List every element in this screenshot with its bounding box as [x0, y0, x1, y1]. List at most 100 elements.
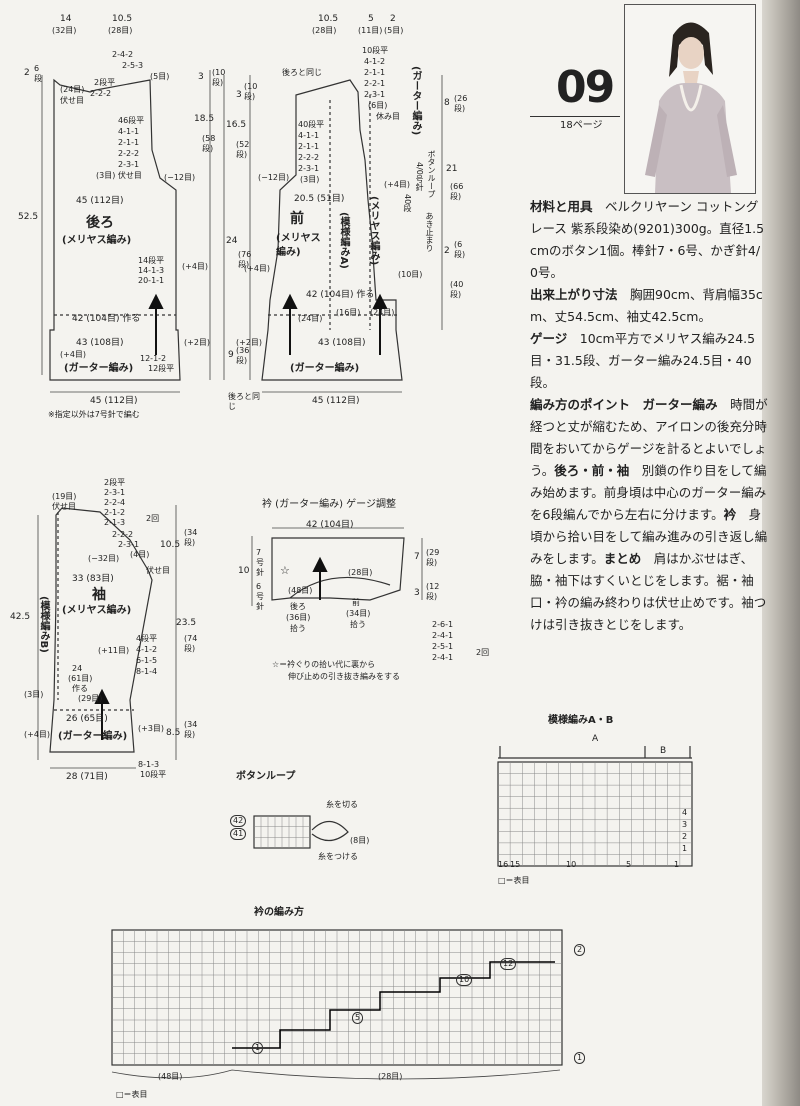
back-top-mid: 10.5 — [112, 14, 133, 24]
collar-right-2: (29段) — [426, 548, 440, 567]
collar-sr-4: 2-4-1 — [432, 653, 454, 662]
collar-chart-right: (28目) — [378, 1072, 403, 1081]
points-title: 編み方のポイント — [530, 397, 631, 412]
collar-chart-title: 衿の編み方 — [254, 907, 304, 918]
chart-ab-col-15: 15 — [510, 860, 521, 869]
chart-ab-col-10: 10 — [566, 860, 577, 869]
finish-title: まとめ — [603, 551, 642, 566]
back-inc2: (+2目) — [184, 338, 211, 347]
chart-ab-row-3: 3 — [682, 820, 688, 829]
sleeve-cast-3: 作る — [72, 684, 88, 693]
back-band-w: 43 (108目) — [76, 338, 124, 348]
collar-sr-1: 2-6-1 — [432, 620, 454, 629]
collar-title: 衿 — [723, 507, 737, 522]
front-loop-rows: 40段 — [403, 194, 412, 213]
back-arm-dec-2: 4-1-1 — [118, 127, 140, 136]
front-width: 20.5 (51目) — [294, 194, 345, 204]
collar-chart-m6: 1 — [574, 1052, 586, 1064]
front-rdim-7: (40段) — [450, 280, 464, 299]
front-top-2-st: (5目) — [384, 26, 404, 35]
sleeve-side-inc-4: 8-1-4 — [136, 667, 158, 676]
back-neck-dec-1: 2-4-2 — [112, 50, 134, 59]
collar-note-2: 伸び止めの引き抜き編みをする — [288, 672, 400, 681]
front-garter-side: (ガーター編み) — [410, 66, 421, 136]
finish-text: 肩はかぶせはぎ、脇・袖下はすくいとじをします。裾・袖口・衿の編み終わりは伏せ止め… — [530, 551, 767, 632]
collar-sr-3: 2-5-1 — [432, 642, 454, 651]
sleeve-bind2: 伏せ目 — [52, 502, 76, 511]
back-dim-1: 3 — [198, 72, 204, 82]
sleeve-cap-4: 2-1-2 — [104, 508, 126, 517]
button-loop-r42: 42 — [230, 815, 247, 827]
sleeve-side-inc-3: 6-1-5 — [136, 656, 158, 665]
front-neck-dec-4: 2-2-1 — [364, 79, 386, 88]
garter-text: 時間が経つと丈が縮むため、アイロンの後充分時間をおいてからゲージを計るとよいでし… — [530, 397, 768, 478]
front-neck-dec-1: 10段平 — [362, 46, 389, 55]
sleeve-width33: 33 (83目) — [72, 574, 114, 584]
sleeve-cast-1: 24 — [72, 664, 83, 673]
body-text: 別鎖の作り目をして編み始めます。前身頃は中心のガーター編みを6段編んでから左右に… — [530, 463, 767, 522]
collar-left-1: 7号針 — [256, 548, 264, 577]
back-arm-dec-3: 2-1-1 — [118, 138, 140, 147]
back-left-h-r: 6段 — [34, 64, 42, 83]
front-rdim-5: 2 — [444, 246, 450, 256]
front-same-back: 後ろと同じ — [282, 68, 322, 77]
sleeve-rdim-6: (34段) — [184, 720, 198, 739]
front-ldim-2: (10段) — [244, 82, 258, 101]
collar-back-3: 拾う — [290, 624, 306, 633]
collar-left-3: 6号針 — [256, 582, 264, 611]
front-stitch: (メリヤス編み) — [276, 233, 321, 258]
front-same-back2: 後ろと同じ — [228, 392, 260, 411]
front-ldim-1: 3 — [236, 90, 242, 100]
front-arm-dec-6: (3目) — [300, 175, 320, 184]
sleeve-bot-inc-1: 8-1-3 — [138, 760, 160, 769]
collar-pick48: (48目) — [288, 586, 313, 595]
front-sub-2: (16目) — [336, 308, 361, 317]
size-text: 胸囲90cm、背肩幅35cm、丈54.5cm、袖丈42.5cm。 — [530, 287, 763, 324]
collar-sr-2: 2-4-1 — [432, 631, 454, 640]
back-side-inc-3: 20-1-1 — [138, 276, 165, 285]
back-side-inc-1: 14段平 — [138, 256, 165, 265]
front-top-5-st: (11目) — [358, 26, 383, 35]
back-stitch: (メリヤス編み) — [62, 235, 132, 246]
button-loop-r41: 41 — [230, 828, 247, 840]
back-bottom: 45 (112目) — [90, 396, 138, 406]
sleeve-side-inc-2: 4-1-2 — [136, 645, 158, 654]
back-band-inc-2: 12段平 — [148, 364, 175, 373]
front-top-2: 2 — [390, 14, 396, 24]
sleeve-st3: (3目) — [24, 690, 44, 699]
page-edge — [762, 0, 800, 1106]
front-rdim-6: (6段) — [454, 240, 466, 259]
button-loop-cut: 糸を切る — [326, 800, 358, 809]
chart-ab-row-2: 2 — [682, 832, 688, 841]
front-sub-1: (24目) — [298, 314, 323, 323]
front-neck-dec-5: 2-3-1 — [364, 90, 386, 99]
front-sub-3: (24目) — [370, 308, 395, 317]
collar-sr-twice: 2回 — [476, 648, 490, 657]
front-top-mid: 10.5 — [318, 14, 339, 24]
sleeve-cap-1: 2段平 — [104, 478, 126, 487]
front-ldim-3: 16.5 — [226, 120, 247, 130]
back-dim-4: (58段) — [202, 134, 216, 153]
chart-ab-title: 模様編みA・B — [548, 715, 614, 726]
sleeve-cap-3: 2-2-4 — [104, 498, 126, 507]
front-neck-dec-2: 4-1-2 — [364, 57, 386, 66]
front-rdim-2: (26段) — [454, 94, 468, 113]
back-inc4b: (+4目) — [60, 350, 87, 359]
front-arm-dec-2: 4-1-1 — [298, 131, 320, 140]
front-ldim-7: 9 — [228, 350, 234, 360]
collar-chart-legend: □＝表目 — [116, 1090, 148, 1099]
front-rdim-3: 21 — [446, 164, 458, 174]
front-band-w: 43 (108目) — [318, 338, 366, 348]
collar-text: 身頃から拾い目をして編み進みの引き返し編みをします。 — [530, 507, 768, 566]
back-total-h: 52.5 — [18, 212, 39, 222]
collar-note-1: ☆＝衿ぐりの拾い代に裏から — [272, 660, 376, 669]
sleeve-inc3: (+3目) — [138, 724, 165, 733]
sleeve-st29: (29目) — [78, 694, 103, 703]
chart-ab-legend: □＝表目 — [498, 876, 530, 885]
front-band: (ガーター編み) — [290, 363, 360, 374]
button-loop-attach: 糸をつける — [318, 852, 358, 861]
sleeve-stitch: (メリヤス編み) — [62, 605, 132, 616]
back-bind: (24目) — [60, 85, 85, 94]
sleeve-rdim-5: 8.5 — [166, 728, 181, 738]
